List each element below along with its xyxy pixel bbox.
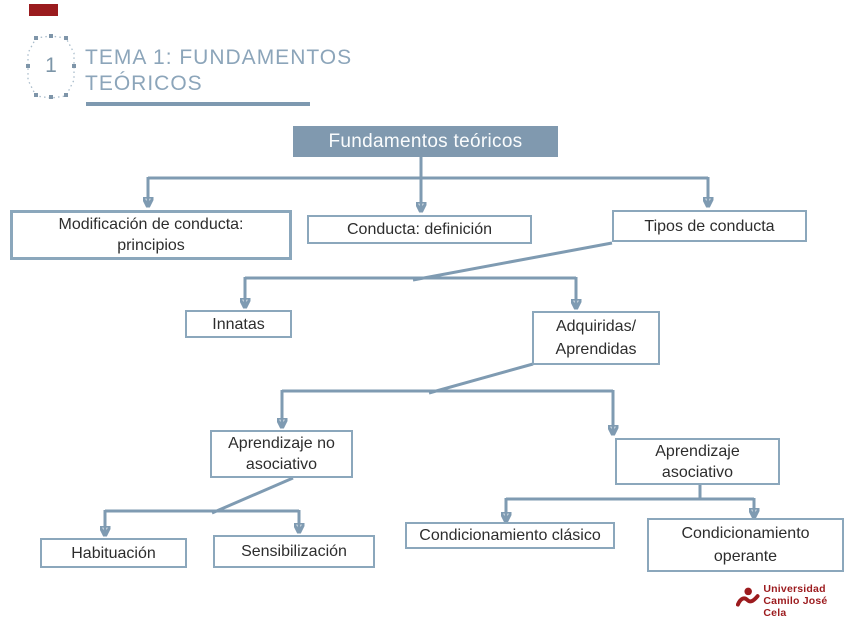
node-label: Conducta: definición [347, 221, 492, 238]
node-tipos-de-conducta: Tipos de conducta [612, 210, 807, 242]
node-innatas: Innatas [185, 310, 292, 338]
title-underline [86, 102, 310, 106]
badge-outline-icon [26, 34, 76, 99]
connector-diagonal-adquiridas [428, 362, 534, 395]
node-conducta-definicion: Conducta: definición [307, 215, 532, 244]
university-logo: Universidad Camilo José Cela [736, 583, 848, 619]
node-label: Tipos de conducta [644, 217, 775, 235]
university-logo-icon [736, 587, 760, 607]
node-label: Sensibilización [241, 543, 347, 560]
node-label: asociativo [245, 456, 318, 473]
university-logo-line1: Universidad [763, 583, 826, 595]
node-label: Aprendizaje [655, 442, 740, 460]
node-label: principios [117, 237, 185, 254]
badge-number: 1 [45, 54, 57, 77]
node-label: asociativo [661, 463, 734, 481]
node-sensibilizacion: Sensibilización [213, 535, 375, 568]
node-label: Condicionamiento [681, 525, 810, 542]
node-condicionamiento-clasico: Condicionamiento clásico [405, 522, 615, 549]
node-condicionamiento-operante: Condicionamiento operante [647, 518, 844, 572]
node-label: operante [713, 548, 778, 565]
accent-mark [29, 4, 58, 16]
page-title: TEMA 1: FUNDAMENTOS TEÓRICOS [85, 45, 505, 97]
node-label: Condicionamiento clásico [419, 527, 601, 544]
node-modificacion-de-conducta: Modificación de conducta: principios [10, 210, 292, 260]
university-logo-line2: Camilo José Cela [763, 595, 828, 619]
connector-diagonal-tipos [412, 241, 613, 282]
node-aprendizaje-no-asociativo: Aprendizaje no asociativo [210, 430, 353, 478]
node-label: Aprendidas [555, 341, 637, 358]
node-label: Fundamentos teóricos [328, 131, 523, 152]
node-aprendizaje-asociativo: Aprendizaje asociativo [615, 438, 780, 485]
node-habituacion: Habituación [40, 538, 187, 568]
node-label: Modificación de conducta: [58, 216, 244, 233]
connector-diagonal-no-asociativo [211, 476, 294, 515]
node-fundamentos-teoricos: Fundamentos teóricos [293, 126, 558, 157]
university-logo-text: Universidad Camilo José Cela [763, 583, 848, 619]
page-title-line1: TEMA 1: FUNDAMENTOS [85, 46, 353, 69]
node-label: Adquiridas/ [555, 318, 637, 335]
node-label: Innatas [212, 315, 265, 333]
node-adquiridas-aprendidas: Adquiridas/ Aprendidas [532, 311, 660, 365]
page-title-line2: TEÓRICOS [85, 72, 203, 95]
node-label: Aprendizaje no [228, 435, 335, 452]
node-label: Habituación [71, 544, 156, 562]
